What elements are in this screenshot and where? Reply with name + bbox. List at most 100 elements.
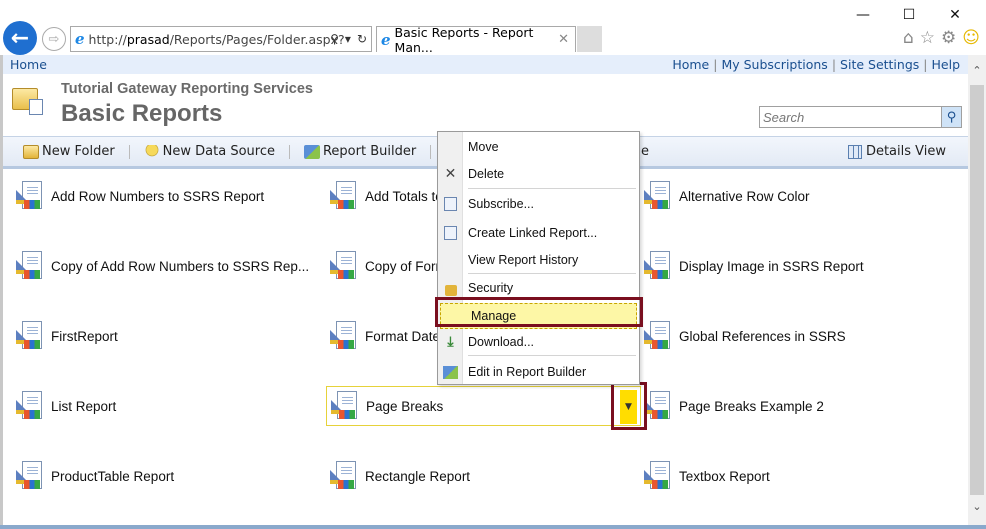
address-host: prasad (126, 31, 170, 47)
menu-item-delete[interactable]: ✕Delete (438, 161, 639, 187)
report-item[interactable]: Page Breaks Example 2 (644, 386, 824, 426)
separator: | (713, 57, 718, 72)
report-name[interactable]: Rectangle Report (365, 468, 471, 484)
divider (430, 144, 432, 159)
report-item[interactable]: FirstReport (16, 316, 118, 356)
report-name[interactable]: Add Row Numbers to SSRS Report (51, 188, 265, 204)
menu-icon-gutter (438, 132, 463, 384)
menu-item-download[interactable]: ⤓Download... (438, 329, 639, 355)
new-tab-button[interactable] (577, 26, 602, 52)
address-bar[interactable]: e http://prasad/Reports/Pages/Folder.asp… (70, 26, 372, 52)
separator: | (923, 57, 928, 72)
menu-item-security[interactable]: Security (438, 275, 639, 301)
new-folder-button[interactable]: New Folder (23, 144, 115, 159)
search-icon[interactable]: ⚲ (330, 32, 339, 46)
linked-report-icon (438, 226, 463, 240)
report-item[interactable]: Rectangle Report (330, 456, 470, 496)
report-item[interactable]: Add Row Numbers to SSRS Report (16, 176, 264, 216)
search-button[interactable]: ⚲ (941, 107, 961, 127)
favorites-star-icon[interactable]: ☆ (919, 28, 936, 48)
report-icon (330, 321, 358, 351)
menu-divider (468, 273, 636, 274)
menu-label: Download... (468, 335, 535, 349)
report-name[interactable]: Add Totals to (365, 188, 443, 204)
ie-logo-icon: e (381, 30, 391, 49)
report-builder-icon (438, 365, 463, 379)
back-button[interactable]: ← (3, 21, 37, 55)
vertical-scrollbar[interactable]: ⌃ ⌄ (968, 55, 986, 525)
search-icon: ⚲ (946, 109, 957, 125)
site-settings-link[interactable]: Site Settings (840, 57, 920, 72)
menu-label: Security (468, 281, 514, 295)
report-icon (644, 181, 672, 211)
report-name[interactable]: FirstReport (51, 328, 118, 344)
report-name[interactable]: Page Breaks (366, 398, 444, 414)
report-item[interactable]: Textbox Report (644, 456, 770, 496)
report-item[interactable]: List Report (16, 386, 116, 426)
forward-arrow-icon: ⇨ (48, 31, 60, 47)
report-name[interactable]: ProductTable Report (51, 468, 175, 484)
menu-item-subscribe[interactable]: Subscribe... (438, 191, 639, 217)
report-item[interactable]: Display Image in SSRS Report (644, 246, 864, 286)
home-icon[interactable]: ⌂ (902, 28, 914, 48)
report-item[interactable]: Add Totals to (330, 176, 443, 216)
my-subscriptions-link[interactable]: My Subscriptions (721, 57, 828, 72)
divider (128, 144, 130, 159)
breadcrumb-home-link[interactable]: Home (10, 57, 47, 72)
report-name[interactable]: Display Image in SSRS Report (679, 258, 864, 274)
close-tab-icon[interactable]: ✕ (558, 32, 569, 47)
report-name[interactable]: Format Date (365, 328, 441, 344)
address-path: /Reports/Pages/Folder.aspx? (169, 31, 345, 47)
gear-icon[interactable]: ⚙ (941, 28, 957, 48)
report-item[interactable]: Global References in SSRS (644, 316, 846, 356)
menu-item-view-report-history[interactable]: View Report History (438, 247, 639, 273)
forward-button[interactable]: ⇨ (42, 27, 66, 51)
minimize-button[interactable]: — (856, 7, 870, 23)
report-name[interactable]: Alternative Row Color (679, 188, 810, 204)
report-name[interactable]: Page Breaks Example 2 (679, 398, 824, 414)
report-item[interactable]: Format Date (330, 316, 440, 356)
new-data-source-button[interactable]: New Data Source (143, 144, 275, 159)
report-item-selected[interactable]: Page Breaks ▼ (326, 386, 641, 426)
details-view-icon (847, 144, 862, 159)
tab-title: Basic Reports - Report Man... (394, 24, 534, 55)
address-prefix: http:// (88, 31, 127, 47)
report-item[interactable]: Alternative Row Color (644, 176, 810, 216)
scroll-up-arrow-icon[interactable]: ⌃ (972, 63, 982, 77)
report-item[interactable]: Copy of Add Row Numbers to SSRS Rep... (16, 246, 309, 286)
scroll-down-arrow-icon[interactable]: ⌄ (972, 499, 982, 513)
search-input[interactable] (760, 107, 941, 127)
new-folder-label: New Folder (42, 144, 115, 159)
report-icon (330, 461, 358, 491)
menu-item-create-linked-report[interactable]: Create Linked Report... (438, 220, 639, 246)
report-builder-label: Report Builder (322, 144, 417, 159)
item-dropdown-button[interactable]: ▼ (620, 390, 637, 424)
menu-label: Move (468, 140, 499, 154)
subscribe-icon (438, 197, 463, 211)
details-view-button[interactable]: Details View (847, 144, 946, 159)
report-item[interactable]: Copy of Form (330, 246, 447, 286)
chevron-down-icon[interactable]: ▾ (344, 32, 351, 46)
report-builder-button[interactable]: Report Builder (303, 144, 417, 159)
refresh-icon[interactable]: ↻ (356, 32, 367, 46)
home-link[interactable]: Home (672, 57, 710, 72)
menu-item-move[interactable]: Move (438, 134, 639, 160)
details-view-label: Details View (865, 144, 946, 159)
report-item[interactable]: ProductTable Report (16, 456, 174, 496)
scroll-thumb[interactable] (970, 85, 984, 495)
new-folder-icon (23, 144, 39, 159)
smiley-feedback-icon[interactable]: ☺ (962, 28, 980, 48)
report-name[interactable]: Global References in SSRS (679, 328, 846, 344)
menu-item-edit-in-report-builder[interactable]: Edit in Report Builder (438, 359, 639, 385)
page-title: Basic Reports (61, 100, 223, 127)
tab-basic-reports[interactable]: e Basic Reports - Report Man... ✕ (376, 24, 576, 55)
report-name[interactable]: Copy of Form (365, 258, 447, 274)
annotation-highlight-dropdown (611, 382, 647, 430)
help-link[interactable]: Help (931, 57, 961, 72)
report-name[interactable]: List Report (51, 398, 117, 414)
report-name[interactable]: Textbox Report (679, 468, 770, 484)
close-window-button[interactable]: ✕ (949, 7, 961, 23)
maximize-button[interactable]: ☐ (902, 7, 916, 23)
report-icon (644, 321, 672, 351)
report-name[interactable]: Copy of Add Row Numbers to SSRS Rep... (51, 258, 310, 274)
